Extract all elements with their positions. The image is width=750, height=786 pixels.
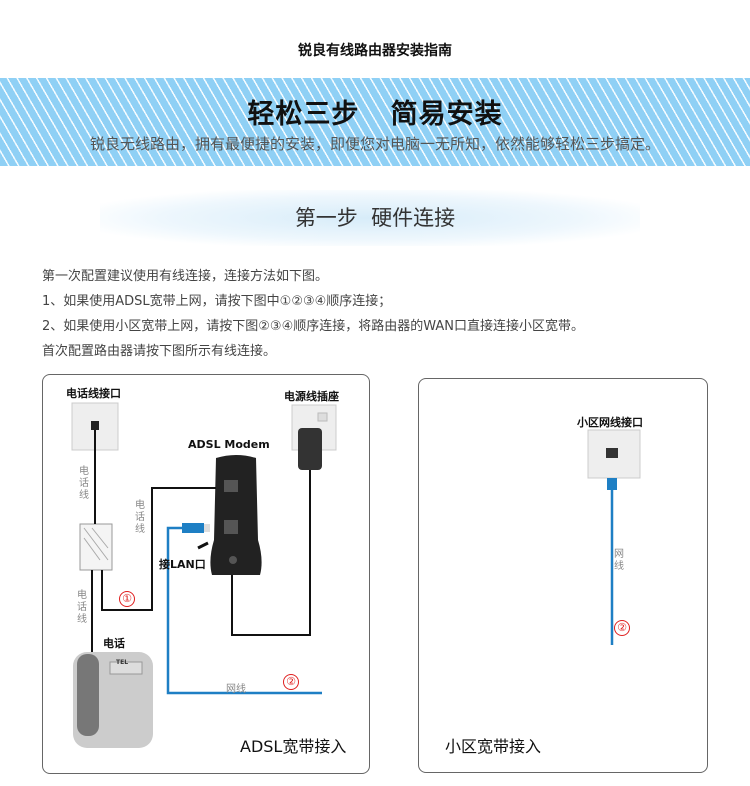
step-1-marker: ①: [119, 591, 135, 607]
phone-line-label: 电话线: [79, 466, 89, 501]
splitter-icon: [79, 523, 113, 571]
adsl-diagram-panel: [42, 374, 370, 774]
adsl-caption: ADSL宽带接入: [240, 737, 347, 756]
step-2-marker: ②: [283, 674, 299, 690]
banner-headline: 轻松三步 简易安装: [247, 99, 503, 130]
community-jack-label: 小区网线接口: [577, 416, 643, 429]
phone-label: 电话: [103, 637, 125, 650]
community-jack-icon: [587, 429, 641, 490]
striped-banner: [0, 78, 750, 166]
banner-subline: 锐良无线路由，拥有最便捷的安装，即便您对电脑一无所知，依然能够轻松三步搞定。: [89, 135, 660, 153]
community-caption: 小区宽带接入: [445, 737, 542, 756]
power-socket-icon: [291, 404, 337, 470]
phone-line: [101, 487, 216, 611]
community-diagram-panel: [418, 378, 708, 773]
phone-brand: TEL: [116, 659, 129, 666]
arrow-icon: [197, 541, 209, 550]
phone-line-label: 电话线: [77, 590, 87, 625]
network-cable: [166, 526, 322, 695]
phone-line-label: 电话线: [135, 500, 145, 535]
step-2-marker: ②: [614, 620, 630, 636]
power-socket-label: 电源线插座: [284, 390, 339, 403]
instruction-line: 1、如果使用ADSL宽带上网，请按下图中①②③④顺序连接；: [42, 294, 392, 309]
instruction-line: 2、如果使用小区宽带上网，请按下图②③④顺序连接，将路由器的WAN口直接连接小区…: [42, 319, 584, 334]
step-title: 第一步 硬件连接: [294, 206, 456, 230]
phone-icon: [73, 652, 153, 748]
page-title: 锐良有线路由器安装指南: [298, 43, 452, 59]
network-cable-label: 网线: [226, 684, 246, 695]
instruction-line: 第一次配置建议使用有线连接，连接方法如下图。: [42, 269, 329, 284]
step-banner: [100, 190, 640, 246]
power-cable: [231, 470, 311, 636]
network-cable-label: 网线: [614, 549, 624, 572]
phone-jack-label: 电话线接口: [66, 387, 121, 400]
lan-port-label: 接LAN口: [159, 558, 206, 571]
rj45-plug-icon: [182, 523, 204, 533]
modem-icon: [210, 455, 262, 575]
instruction-line: 首次配置路由器请按下图所示有线连接。: [42, 344, 277, 359]
modem-label: ADSL Modem: [188, 438, 270, 451]
